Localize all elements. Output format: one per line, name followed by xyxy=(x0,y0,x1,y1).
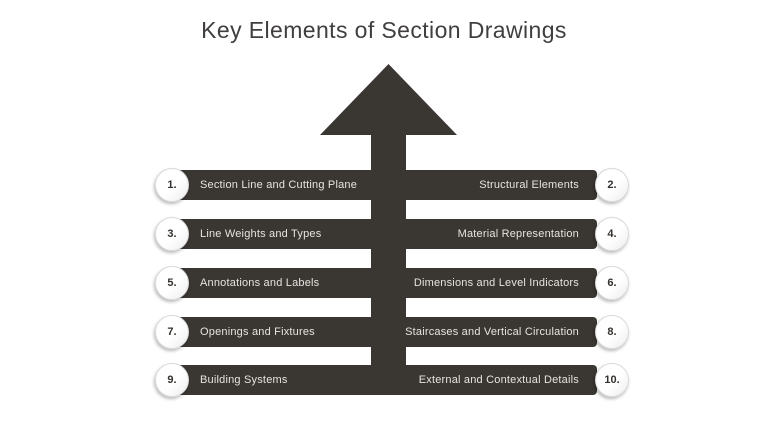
number-badge-5: 5. xyxy=(155,266,189,300)
row-5-6: Annotations and Labels Dimensions and Le… xyxy=(0,266,768,300)
badge-number: 2. xyxy=(607,179,617,191)
badge-number: 5. xyxy=(167,277,177,289)
number-badge-8: 8. xyxy=(595,315,629,349)
badge-number: 1. xyxy=(167,179,177,191)
badge-number: 10. xyxy=(604,374,620,386)
row-3-4: Line Weights and Types Material Represen… xyxy=(0,217,768,251)
bar-item-8: Staircases and Vertical Circulation xyxy=(371,317,597,347)
bar-label: Staircases and Vertical Circulation xyxy=(405,326,579,338)
badge-number: 9. xyxy=(167,374,177,386)
bar-label: Openings and Fixtures xyxy=(200,326,315,338)
row-1-2: Section Line and Cutting Plane Structura… xyxy=(0,168,768,202)
badge-number: 4. xyxy=(607,228,617,240)
bar-label: Dimensions and Level Indicators xyxy=(413,277,579,289)
number-badge-2: 2. xyxy=(595,168,629,202)
bar-label: Material Representation xyxy=(457,228,579,240)
bar-item-10: External and Contextual Details xyxy=(371,365,597,395)
bar-label: Annotations and Labels xyxy=(200,277,320,289)
row-7-8: Openings and Fixtures Staircases and Ver… xyxy=(0,315,768,349)
badge-number: 8. xyxy=(607,326,617,338)
page-title: Key Elements of Section Drawings xyxy=(201,17,567,43)
bar-item-5: Annotations and Labels xyxy=(168,268,406,298)
number-badge-10: 10. xyxy=(595,363,629,397)
number-badge-4: 4. xyxy=(595,217,629,251)
number-badge-3: 3. xyxy=(155,217,189,251)
bar-label: Structural Elements xyxy=(479,179,579,191)
number-badge-6: 6. xyxy=(595,266,629,300)
bar-item-4: Material Representation xyxy=(371,219,597,249)
bar-item-9: Building Systems xyxy=(168,365,406,395)
up-arrow-head xyxy=(320,64,457,135)
bar-label: Building Systems xyxy=(200,374,288,386)
badge-number: 6. xyxy=(607,277,617,289)
bar-item-6: Dimensions and Level Indicators xyxy=(371,268,597,298)
number-badge-1: 1. xyxy=(155,168,189,202)
badge-number: 3. xyxy=(167,228,177,240)
bar-item-3: Line Weights and Types xyxy=(168,219,406,249)
number-badge-9: 9. xyxy=(155,363,189,397)
bar-label: Line Weights and Types xyxy=(200,228,322,240)
bar-item-1: Section Line and Cutting Plane xyxy=(168,170,406,200)
number-badge-7: 7. xyxy=(155,315,189,349)
bar-label: Section Line and Cutting Plane xyxy=(200,179,358,191)
bar-item-7: Openings and Fixtures xyxy=(168,317,406,347)
bar-label: External and Contextual Details xyxy=(418,374,579,386)
row-9-10: Building Systems External and Contextual… xyxy=(0,363,768,397)
badge-number: 7. xyxy=(167,326,177,338)
bar-item-2: Structural Elements xyxy=(371,170,597,200)
